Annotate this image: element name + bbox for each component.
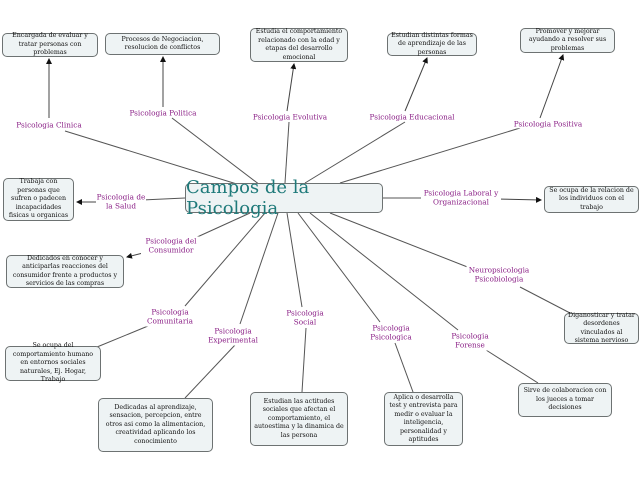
branch-label-forense: Psicologia Forense	[447, 331, 493, 351]
branch-label-politica: Psicologia Politica	[129, 108, 197, 118]
branch-label-positiva: Psicologia Positiva	[513, 119, 583, 129]
desc-box-educacional: Estudian distintas formas de aprendizaje…	[387, 32, 477, 56]
desc-box-laboral: Se ocupa de la relacion de los individuo…	[544, 186, 639, 213]
desc-box-social: Estudian las actitudes sociales que afec…	[250, 392, 348, 446]
branch-label-consumidor: Psicologia del Consumidor	[141, 236, 201, 256]
desc-box-positiva: Promover y mejorar ayudando a resolver s…	[520, 28, 615, 53]
desc-box-salud: Trabaja con personas que sufren o padece…	[3, 178, 74, 221]
desc-box-forense: Sirve de colaboracion con los jueces a t…	[518, 383, 612, 417]
desc-box-consumidor: Dedicados en conocer y anticiparlas reac…	[6, 255, 124, 288]
branch-label-psicologica: Psicologia Psicologica	[368, 323, 414, 343]
branch-label-salud: Psicologia de la Salud	[96, 192, 146, 212]
central-topic: Campos de la Psicologia	[185, 177, 383, 219]
branch-label-neuro: Neuropsicologia Psicobiologia	[466, 265, 532, 285]
branch-label-clinica: Psicologia Clinica	[16, 120, 82, 130]
branch-label-social: Psicologia Social	[285, 308, 325, 328]
desc-box-clinica: Encargada de evaluar y tratar personas c…	[2, 32, 98, 57]
branch-label-educacional: Psicologia Educacional	[369, 112, 455, 122]
desc-box-neuro: Diganosticar y tratar desordenes vincula…	[564, 312, 639, 344]
desc-box-evolutiva: Estudia el comportamiento relacionado co…	[250, 28, 348, 62]
desc-box-politica: Procesos de Negociacion, resolucion de c…	[105, 33, 220, 55]
branch-label-laboral: Psicologia Laboral y Organizacional	[421, 188, 501, 208]
desc-box-comunitaria: Se ocupa del comportamiento humano en en…	[5, 342, 101, 383]
desc-box-experimental: Dedicadas al aprendizaje, sensacion, per…	[98, 398, 213, 452]
branch-label-experimental: Psicologia Experimental	[205, 326, 261, 346]
branch-label-evolutiva: Psicologia Evolutiva	[252, 112, 328, 122]
branch-label-comunitaria: Psicologia Comunitaria	[145, 307, 195, 327]
desc-box-psicologica: Aplica o desarrolla test y entrevista pa…	[384, 392, 463, 446]
